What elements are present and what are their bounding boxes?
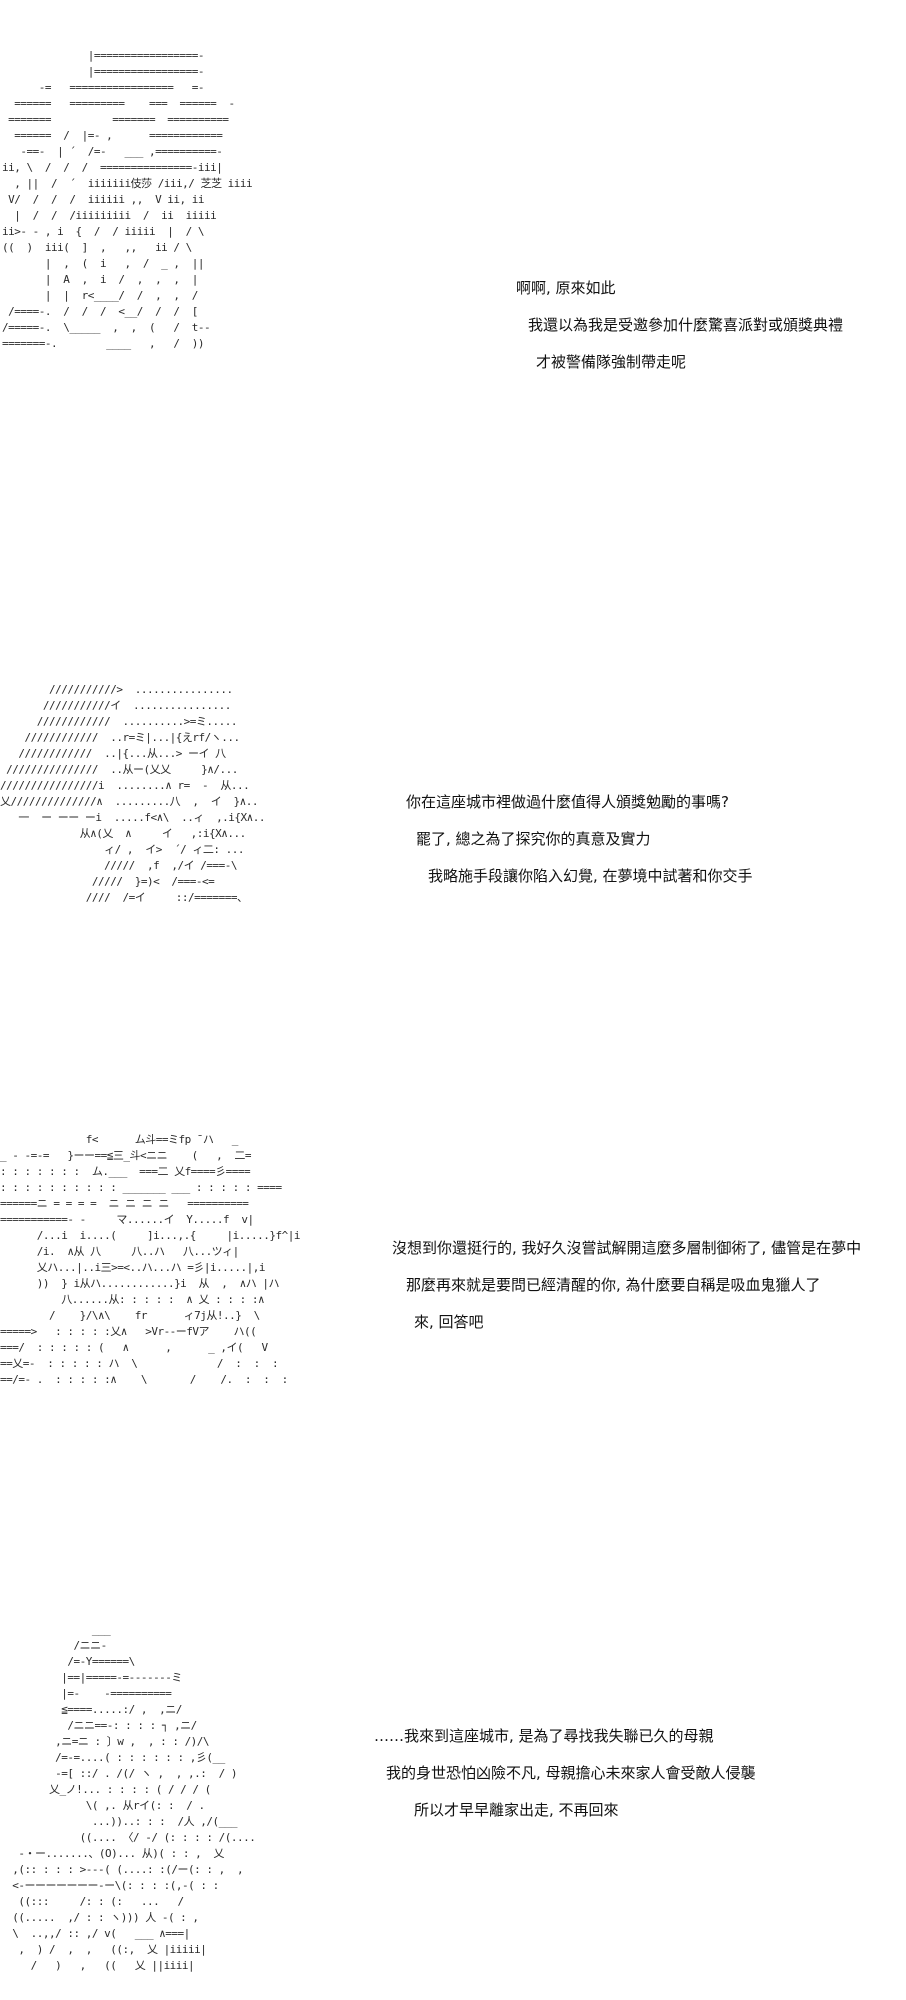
dialogue-line: 我略施手段讓你陷入幻覺, 在夢境中試著和你交手	[428, 867, 753, 885]
dialogue-line: 我的身世恐怕凶險不凡, 母親擔心未來家人會受敵人侵襲	[386, 1764, 756, 1782]
dialogue-line: 罷了, 總之為了探究你的真意及實力	[416, 830, 651, 848]
panel-4: ___ /ニニ- /=-Y======\ |==|=====-=-------ミ…	[0, 1620, 906, 2000]
dialogue-line: 我還以為我是受邀參加什麼驚喜派對或頒獎典禮	[528, 316, 844, 334]
dialogue-line: 啊啊, 原來如此	[516, 279, 616, 297]
panel-1: |=================- |=================- …	[0, 40, 906, 500]
dialogue-line: ……我來到這座城市, 是為了尋找我失聯已久的母親	[374, 1727, 714, 1745]
dialogue-block-4: ……我來到這座城市, 是為了尋找我失聯已久的母親 我的身世恐怕凶險不凡, 母親擔…	[374, 1718, 756, 1829]
ascii-art-1: |=================- |=================- …	[2, 49, 253, 350]
dialogue-block-1: 啊啊, 原來如此 我還以為我是受邀參加什麼驚喜派對或頒獎典禮 才被警備隊強制帶走…	[516, 270, 843, 381]
dialogue-block-2: 你在這座城市裡做過什麼值得人頒獎勉勵的事嗎? 罷了, 總之為了探究你的真意及實力…	[406, 784, 753, 895]
dialogue-line: 沒想到你還挺行的, 我好久沒嘗試解開這麼多層制御術了, 儘管是在夢中	[392, 1239, 862, 1257]
ascii-art-4: ___ /ニニ- /=-Y======\ |==|=====-=-------ミ…	[12, 1623, 256, 1972]
dialogue-block-3: 沒想到你還挺行的, 我好久沒嘗試解開這麼多層制御術了, 儘管是在夢中 那麼再來就…	[392, 1230, 861, 1341]
ascii-art-2: ///////////> ................ //////////…	[0, 683, 266, 904]
panel-2: ///////////> ................ //////////…	[0, 680, 906, 980]
dialogue-line: 所以才早早離家出走, 不再回來	[414, 1801, 619, 1819]
dialogue-line: 你在這座城市裡做過什麼值得人頒獎勉勵的事嗎?	[406, 793, 729, 811]
panel-3: f< ム斗==ミfp ¯ハ _ _ - -=-= }ーー==≦三_斗<ニニ ( …	[0, 1130, 906, 1430]
ascii-art-3: f< ム斗==ミfp ¯ハ _ _ - -=-= }ーー==≦三_斗<ニニ ( …	[0, 1133, 301, 1386]
dialogue-line: 才被警備隊強制帶走呢	[536, 353, 687, 371]
dialogue-line: 那麼再來就是要問已經清醒的你, 為什麼要自稱是吸血鬼獵人了	[406, 1276, 821, 1294]
dialogue-line: 來, 回答吧	[414, 1313, 484, 1331]
